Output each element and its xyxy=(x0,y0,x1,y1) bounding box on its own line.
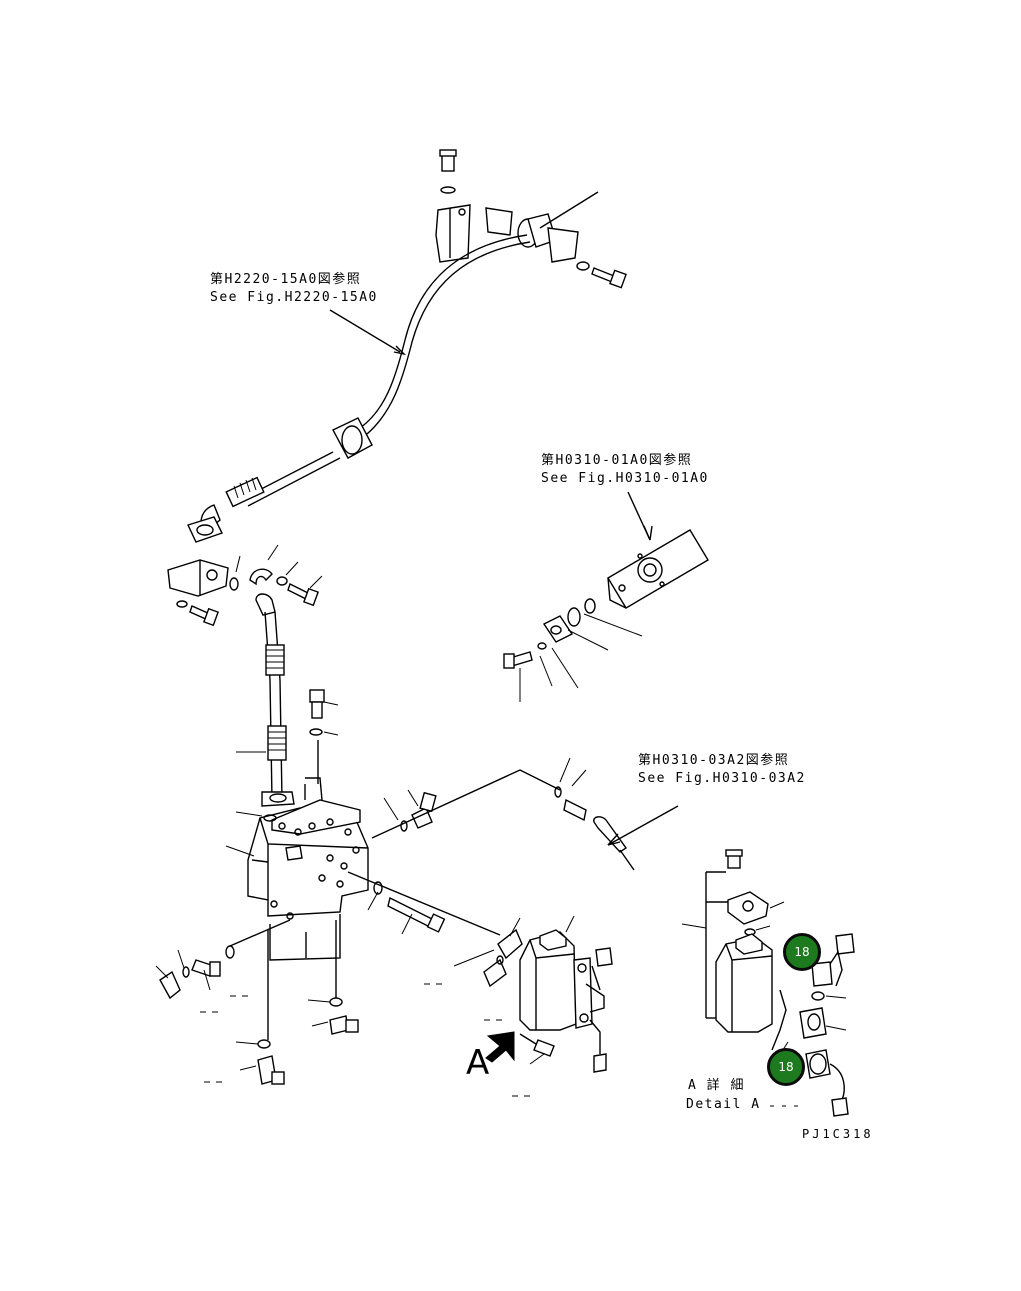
detail-a-assembly xyxy=(681,849,855,1117)
ref2-en: See Fig.H0310-01A0 xyxy=(541,471,709,486)
lower-fittings xyxy=(235,997,359,1085)
leader-ref1 xyxy=(329,309,401,353)
pilot-line xyxy=(371,769,561,839)
ref3-en: See Fig.H0310-03A2 xyxy=(638,771,806,786)
view-arrow-a xyxy=(485,1031,515,1063)
hose-elbow-upper xyxy=(187,476,265,543)
main-valve-block xyxy=(225,777,369,961)
elbow-fitting-right xyxy=(383,789,437,832)
top-clamp-assembly xyxy=(435,149,627,289)
ref2-jp: 第H0310-01A0図参照 xyxy=(541,453,693,468)
callout-18-upper[interactable]: 18 xyxy=(783,933,821,971)
hose-upper xyxy=(359,234,528,429)
view-marker-a: A xyxy=(466,1043,490,1083)
hose-upper-inner xyxy=(366,241,531,435)
split-flange xyxy=(249,544,323,607)
vertical-hose xyxy=(236,593,295,807)
lower-left-fittings xyxy=(155,919,337,1040)
callout-18-lower[interactable]: 18 xyxy=(767,1048,805,1086)
leader-ref3 xyxy=(607,805,679,846)
adapter-fitting xyxy=(309,689,339,784)
block-bolt xyxy=(367,881,446,935)
detail-a-jp: A 詳 細 xyxy=(688,1078,745,1093)
detail-a-en: Detail A xyxy=(686,1097,761,1112)
solenoid-valve xyxy=(453,915,613,1073)
right-fittings xyxy=(554,757,635,871)
flange-assembly xyxy=(503,491,709,702)
ref1-en: See Fig.H2220-15A0 xyxy=(210,290,378,305)
drawing-code: PJ1C318 xyxy=(802,1127,874,1141)
left-bracket xyxy=(167,555,241,627)
ref1-jp: 第H2220-15A0図参照 xyxy=(210,272,362,287)
ref3-jp: 第H0310-03A2図参照 xyxy=(638,753,790,768)
line-block-to-valve xyxy=(347,871,501,936)
